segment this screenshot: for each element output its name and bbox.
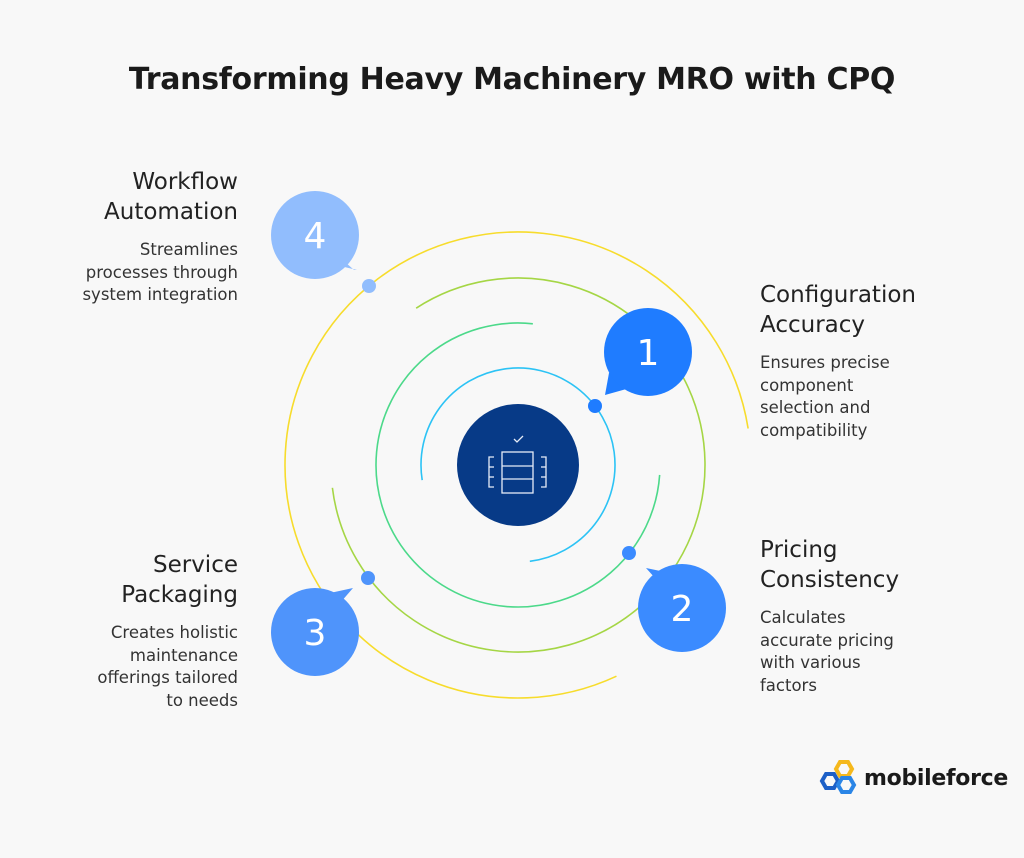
center-circle [457,404,579,526]
step-number: 3 [304,613,327,654]
orbit-ring-1 [420,367,616,563]
configured-rack-check-icon [488,435,547,494]
hexagon-chain-logo-icon [819,760,857,794]
bubble-circle [271,191,359,279]
step-4-marker-dot [362,279,376,293]
step-number: 1 [637,333,660,374]
step-1-bubble: 1 [588,308,692,413]
orbit-ring-4 [284,231,749,699]
step-number: 2 [671,589,694,630]
step-2-marker-dot [622,546,636,560]
page-title: Transforming Heavy Machinery MRO with CP… [128,62,896,97]
bubble-circle [638,564,726,652]
bubble-circle [271,588,359,676]
orbit-ring-2 [375,322,661,608]
orbit-ring-3 [331,277,706,653]
step-2-bubble: 2 [622,546,726,652]
step-3-bubble: 3 [271,571,375,676]
step-number: 4 [304,216,327,257]
step-4-bubble: 4 [271,191,376,293]
mobileforce-logo: mobileforce [818,760,1008,796]
step-3-marker-dot [361,571,375,585]
logo-text: mobileforce [864,765,1008,791]
bubble-circle [604,308,692,396]
step-1-marker-dot [588,399,602,413]
